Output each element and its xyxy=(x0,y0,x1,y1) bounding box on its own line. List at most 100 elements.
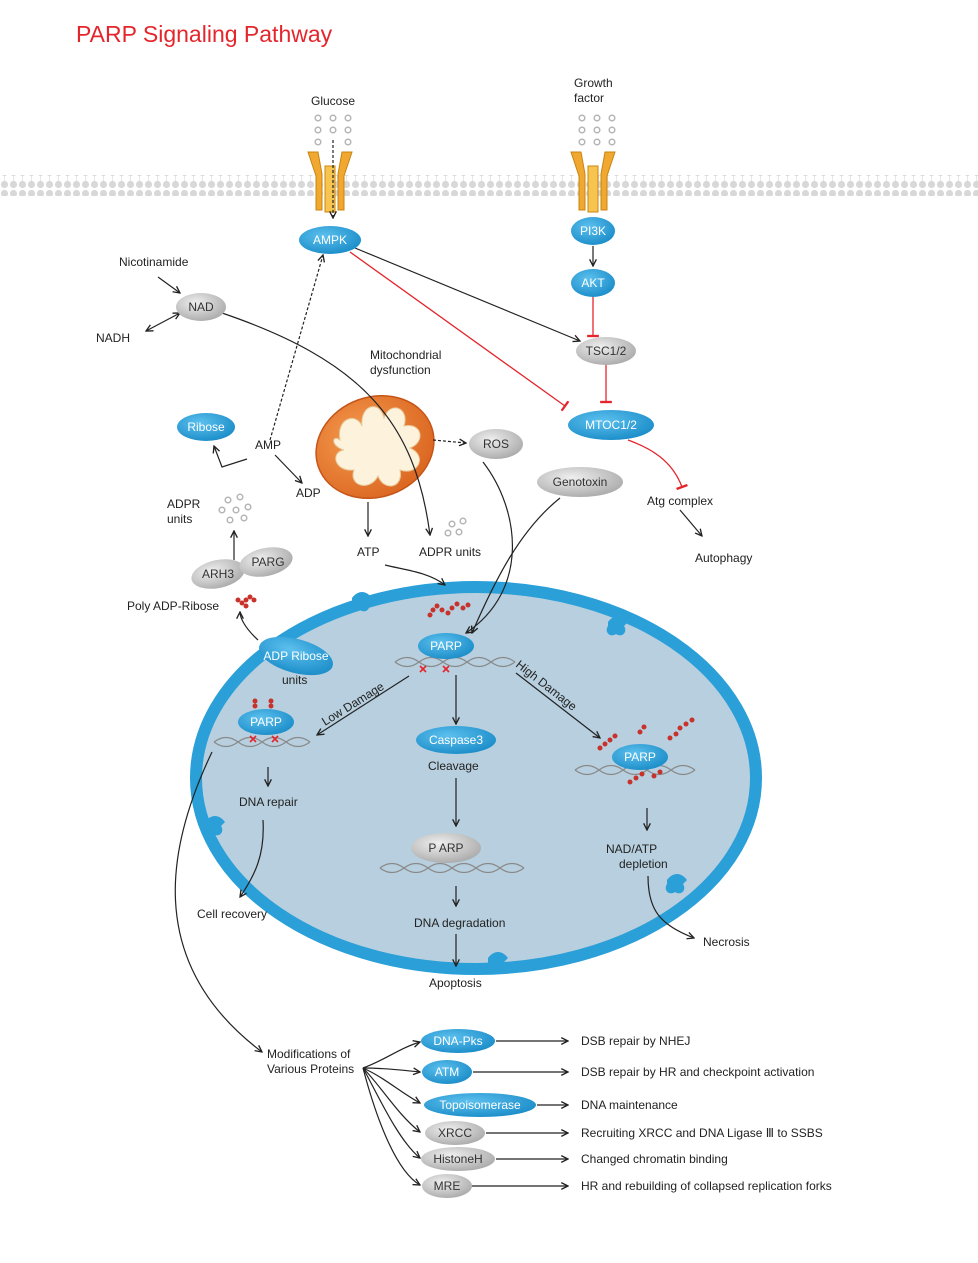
autophagy-label: Autophagy xyxy=(695,551,752,565)
protein-name-histoneh: HistoneH xyxy=(433,1152,482,1166)
adpr-units-left-label-2: units xyxy=(167,512,192,526)
protein-row-dna-pks: DNA-Pks DSB repair by NHEJ xyxy=(421,1029,690,1053)
protein-name-xrcc: XRCC xyxy=(438,1126,472,1140)
protein-list: DNA-Pks DSB repair by NHEJ ATM DSB repair b… xyxy=(421,1029,832,1198)
protein-node-mre xyxy=(422,1174,472,1198)
poly-adp-ribose-chains xyxy=(235,594,695,785)
growth-factor-label-1: Growth xyxy=(574,76,613,90)
cleavage-label: Cleavage xyxy=(428,759,479,773)
arh3-node: ARH3 xyxy=(191,559,245,589)
mito-label-1: Mitochondrial xyxy=(370,348,441,362)
tsc-node: TSC1/2 xyxy=(576,337,636,365)
mitochondrion xyxy=(315,394,435,500)
parg-label: PARG xyxy=(251,555,284,569)
protein-name-mre: MRE xyxy=(434,1179,461,1193)
parp-right-node: PARP xyxy=(612,744,668,770)
protein-row-atm: ATM DSB repair by HR and checkpoint activ… xyxy=(422,1060,814,1084)
protein-effect-atm: DSB repair by HR and checkpoint activati… xyxy=(581,1065,814,1079)
genotoxin-label: Genotoxin xyxy=(553,475,608,489)
arh3-label: ARH3 xyxy=(202,567,234,581)
protein-effect-topoisomerase: DNA maintenance xyxy=(581,1098,678,1112)
mito-label-2: dysfunction xyxy=(370,363,431,377)
growth-factor-receptor xyxy=(570,151,616,213)
nad-label: NAD xyxy=(188,300,214,314)
dna-degradation-label: DNA degradation xyxy=(414,916,505,930)
inhibition-lines xyxy=(349,251,688,491)
protein-node-dna-pks xyxy=(421,1029,495,1053)
adp-ribose-units-node: ADP Ribose xyxy=(259,636,333,676)
ribose-label: Ribose xyxy=(187,420,225,434)
adp-ribose-units-label-2: units xyxy=(282,673,307,687)
glucose-dots xyxy=(314,114,352,146)
protein-row-histoneh: HistoneH Changed chromatin binding xyxy=(421,1147,728,1171)
glucose-receptor xyxy=(307,151,353,213)
protein-node-atm xyxy=(422,1060,472,1084)
atg-label: Atg complex xyxy=(647,494,713,508)
poly-adp-label: Poly ADP-Ribose xyxy=(127,599,219,613)
protein-name-topoisomerase: Topoisomerase xyxy=(439,1098,521,1112)
nad-atp-label-2: depletion xyxy=(619,857,668,871)
protein-row-xrcc: XRCC Recruiting XRCC and DNA Ligase Ⅲ to … xyxy=(425,1121,823,1145)
ampk-label: AMPK xyxy=(313,233,347,247)
modifications-label-1: Modifications of xyxy=(267,1047,351,1061)
tsc-label: TSC1/2 xyxy=(586,344,627,358)
parg-node: PARG xyxy=(239,547,293,577)
nadh-label: NADH xyxy=(96,331,130,345)
protein-name-dna-pks: DNA-Pks xyxy=(433,1034,482,1048)
genotoxin-node: Genotoxin xyxy=(537,467,623,497)
mtoc-label: MTOC1/2 xyxy=(585,418,637,432)
ampk-node: AMPK xyxy=(299,226,361,254)
membrane-pores xyxy=(203,592,687,972)
dna-breaks xyxy=(249,665,450,743)
modifications-label-2: Various Proteins xyxy=(267,1062,354,1076)
adpr-dots-mid xyxy=(444,517,467,537)
protein-effect-histoneh: Changed chromatin binding xyxy=(581,1152,728,1166)
necrosis-label: Necrosis xyxy=(703,935,750,949)
dna-repair-label: DNA repair xyxy=(239,795,298,809)
ribose-node: Ribose xyxy=(177,413,235,441)
atp-label: ATP xyxy=(357,545,379,559)
amp-label: AMP xyxy=(255,438,281,452)
protein-branch-arrows xyxy=(362,1041,568,1186)
mtoc-node: MTOC1/2 xyxy=(568,410,654,440)
parp-top-label: PARP xyxy=(430,639,462,653)
adp-ribose-units-label-1: ADP Ribose xyxy=(263,649,328,663)
protein-name-atm: ATM xyxy=(435,1065,459,1079)
parp-cleaved-node: P ARP xyxy=(411,833,481,863)
cell-membrane xyxy=(0,175,978,196)
parp-left-node: PARP xyxy=(238,709,294,735)
glucose-label: Glucose xyxy=(311,94,355,108)
adpr-dots-left xyxy=(218,493,252,524)
ros-label: ROS xyxy=(483,437,509,451)
parp-left-label: PARP xyxy=(250,715,282,729)
pathway-arrows xyxy=(146,140,702,1052)
protein-row-topoisomerase: Topoisomerase DNA maintenance xyxy=(424,1093,678,1117)
parp-right-label: PARP xyxy=(624,750,656,764)
parp-top-node: PARP xyxy=(418,633,474,659)
protein-effect-dna-pks: DSB repair by NHEJ xyxy=(581,1034,690,1048)
adpr-units-mid-label: ADPR units xyxy=(419,545,481,559)
parp-cleaved-label: P ARP xyxy=(428,841,463,855)
akt-node: AKT xyxy=(571,269,615,297)
pi3k-label: PI3K xyxy=(580,224,606,238)
growth-factor-label-2: factor xyxy=(574,91,604,105)
protein-effect-mre: HR and rebuilding of collapsed replicati… xyxy=(581,1179,832,1193)
adpr-units-left-label-1: ADPR xyxy=(167,497,201,511)
akt-label: AKT xyxy=(581,276,605,290)
protein-node-histoneh xyxy=(421,1147,495,1171)
pi3k-node: PI3K xyxy=(571,217,615,245)
ros-node: ROS xyxy=(469,429,523,459)
cell-nucleus xyxy=(190,581,762,975)
protein-row-mre: MRE HR and rebuilding of collapsed replic… xyxy=(422,1174,832,1198)
protein-effect-xrcc: Recruiting XRCC and DNA Ligase Ⅲ to SSBS xyxy=(581,1126,823,1140)
growth-factor-dots xyxy=(578,114,616,146)
adp-label: ADP xyxy=(296,486,321,500)
nicotinamide-label: Nicotinamide xyxy=(119,255,189,269)
caspase3-node: Caspase3 xyxy=(416,726,496,754)
caspase3-label: Caspase3 xyxy=(429,733,483,747)
protein-node-topoisomerase xyxy=(424,1093,536,1117)
protein-node-xrcc xyxy=(425,1121,485,1145)
page-title: PARP Signaling Pathway xyxy=(76,21,333,47)
apoptosis-label: Apoptosis xyxy=(429,976,482,990)
